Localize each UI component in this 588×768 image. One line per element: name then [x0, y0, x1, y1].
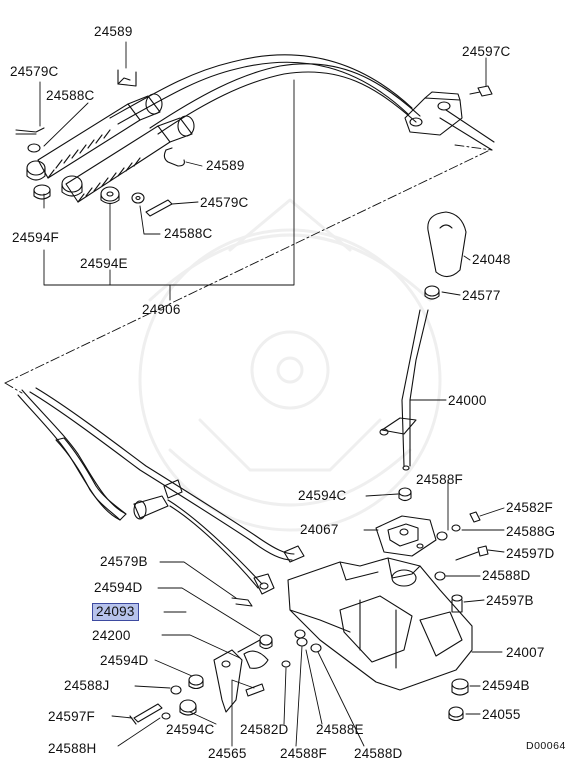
- label-24582f: 24582F: [506, 500, 553, 515]
- label-24067: 24067: [300, 522, 339, 537]
- label-24000: 24000: [448, 393, 487, 408]
- label-24579c-left: 24579C: [10, 64, 59, 79]
- shift-lever-assembly: [379, 211, 467, 502]
- label-24588h: 24588H: [48, 741, 97, 756]
- label-24597b: 24597B: [486, 593, 534, 608]
- label-24588c-right: 24588C: [164, 226, 213, 241]
- label-24597c: 24597C: [462, 44, 511, 59]
- label-24597d: 24597D: [506, 546, 555, 561]
- label-24594f: 24594F: [12, 230, 59, 245]
- label-24579c-right: 24579C: [200, 195, 249, 210]
- label-24594d-left: 24594D: [100, 653, 149, 668]
- upper-small-parts: [15, 69, 493, 217]
- shift-housing: [287, 557, 473, 722]
- label-24588g: 24588G: [506, 524, 556, 539]
- label-24200: 24200: [92, 628, 131, 643]
- label-24594c-top: 24594C: [298, 488, 347, 503]
- leader-lines: [39, 41, 505, 747]
- label-24588f-top: 24588F: [416, 472, 463, 487]
- label-24597f: 24597F: [48, 709, 95, 724]
- label-24565: 24565: [208, 746, 247, 761]
- figure-id: D00064: [526, 740, 566, 752]
- label-24589-mid: 24589: [206, 158, 245, 173]
- label-24588e: 24588E: [316, 722, 364, 737]
- highlighted-part-24093[interactable]: 24093: [92, 603, 139, 621]
- label-24055: 24055: [482, 707, 521, 722]
- section-boundary-lines: [4, 144, 493, 394]
- label-24588d-bottom: 24588D: [354, 746, 403, 761]
- label-24577: 24577: [462, 288, 501, 303]
- label-24594e: 24594E: [80, 256, 128, 271]
- label-24594c-bottom: 24594C: [166, 722, 215, 737]
- label-24007: 24007: [506, 645, 545, 660]
- label-24594d-top: 24594D: [94, 580, 143, 595]
- label-24588c-left: 24588C: [46, 88, 95, 103]
- watermark-emblem: [138, 198, 442, 532]
- label-24582d: 24582D: [240, 722, 289, 737]
- label-24588j: 24588J: [64, 678, 110, 693]
- label-24048: 24048: [472, 252, 511, 267]
- label-24594b: 24594B: [482, 678, 530, 693]
- label-24579b: 24579B: [100, 554, 148, 569]
- shift-bracket: [375, 511, 489, 581]
- label-24589-top: 24589: [94, 24, 133, 39]
- label-24588f-bottom: 24588F: [280, 746, 327, 761]
- lower-cable: [17, 387, 322, 725]
- label-24588d-right: 24588D: [482, 568, 531, 583]
- label-24906: 24906: [142, 302, 181, 317]
- upper-cable-assembly: [26, 54, 495, 203]
